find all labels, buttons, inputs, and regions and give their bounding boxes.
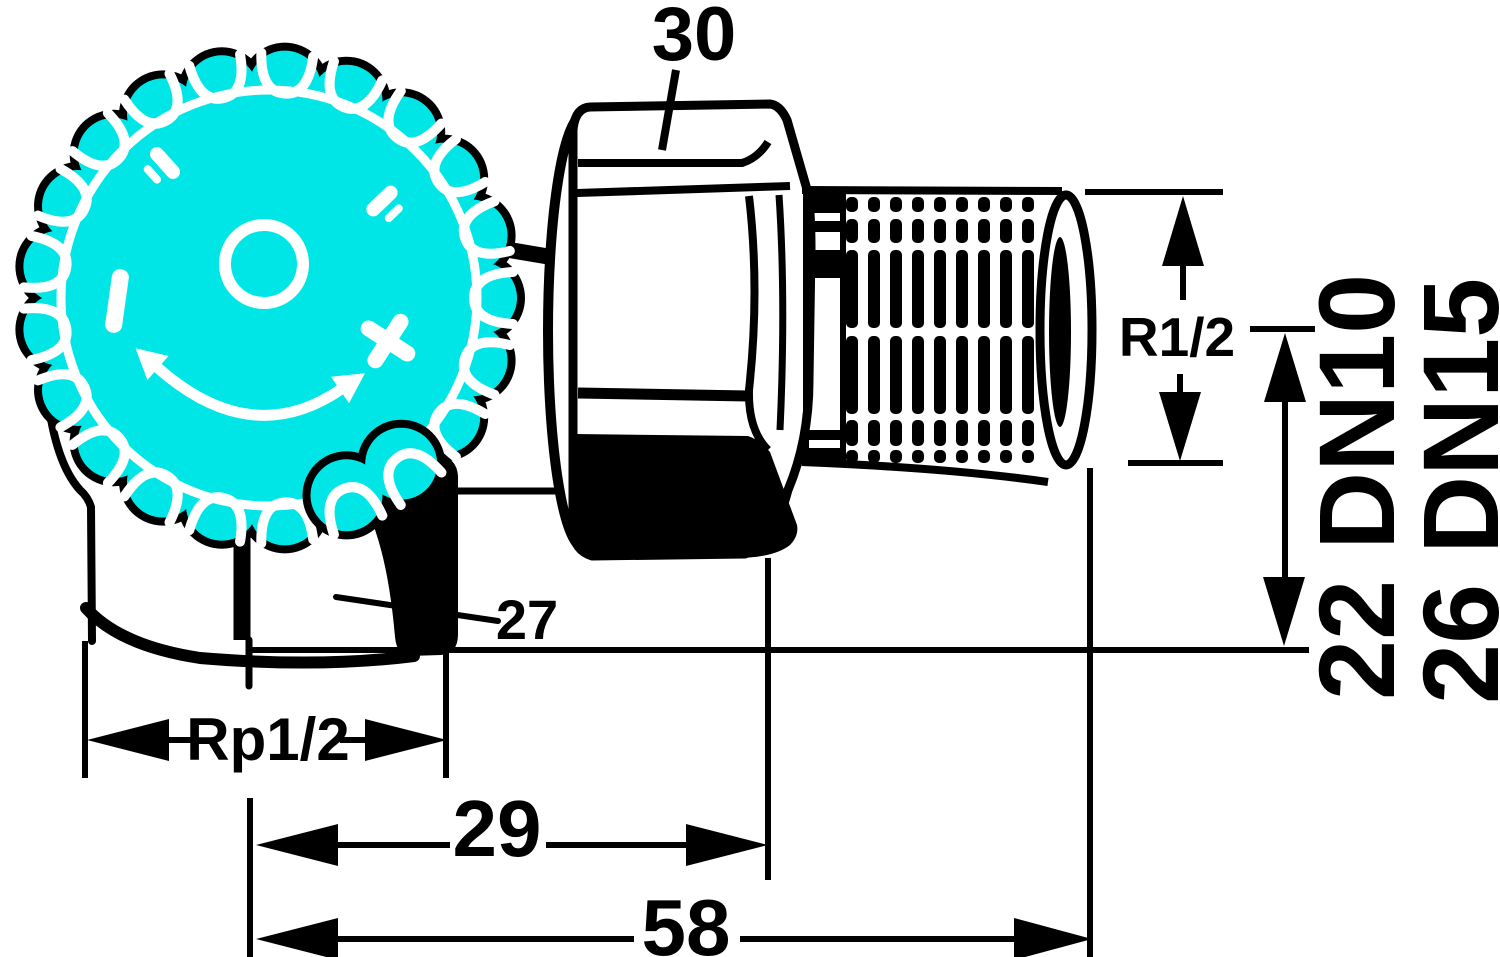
label-body-flats: 27 <box>496 588 558 651</box>
label-tail-thread: Rp1/2 <box>186 706 349 773</box>
thermostat-knob <box>15 42 525 554</box>
collar-bands <box>806 194 844 461</box>
nut-lower-chamfer-line <box>577 387 749 402</box>
dim-center-height <box>1250 326 1315 646</box>
label-nut-length: 29 <box>453 784 542 873</box>
body-left-outline <box>47 415 96 645</box>
nut-upper-chamfer-line <box>576 182 791 197</box>
dim-r12 <box>1085 189 1223 466</box>
pipe-bore-icon <box>1049 237 1071 427</box>
body-bottom-arc <box>80 602 420 669</box>
label-outlet-thread: R1/2 <box>1119 306 1235 368</box>
thread-top-edge <box>801 186 1063 195</box>
dim-rp12 <box>87 719 447 761</box>
tick-mark-icon <box>143 147 181 184</box>
dimensions <box>82 69 1315 957</box>
label-center-height-dn10: 22 DN10 <box>1296 274 1417 700</box>
leader-line-30 <box>658 69 680 151</box>
dim-58 <box>256 918 1092 957</box>
rotate-arrow-icon <box>135 348 365 421</box>
center-hub-icon <box>219 219 309 309</box>
nut-bottom-shadow <box>574 434 798 558</box>
knob-face-ring <box>56 85 482 511</box>
label-total-length: 58 <box>642 883 731 957</box>
nut-face-right-edge <box>744 195 771 453</box>
thread-knurl-pattern <box>846 197 1034 463</box>
knob-scallops-overlap <box>302 419 447 540</box>
label-nut-flats: 30 <box>652 0 737 77</box>
union-nut <box>543 99 816 561</box>
plus-mark-icon <box>360 313 416 369</box>
nut-side-facet-line <box>775 194 787 431</box>
label-center-height-dn15: 26 DN15 <box>1400 278 1500 704</box>
tick-mark-icon <box>366 185 403 223</box>
male-thread <box>801 186 1097 486</box>
labels: 30 27 Rp1/2 29 58 R1/2 22 DN10 26 DN15 <box>186 0 1500 957</box>
dim-29 <box>256 824 768 866</box>
nut-top-facet-line <box>578 139 772 167</box>
thread-bottom-edge <box>801 458 1049 486</box>
minus-mark-icon <box>105 269 129 333</box>
